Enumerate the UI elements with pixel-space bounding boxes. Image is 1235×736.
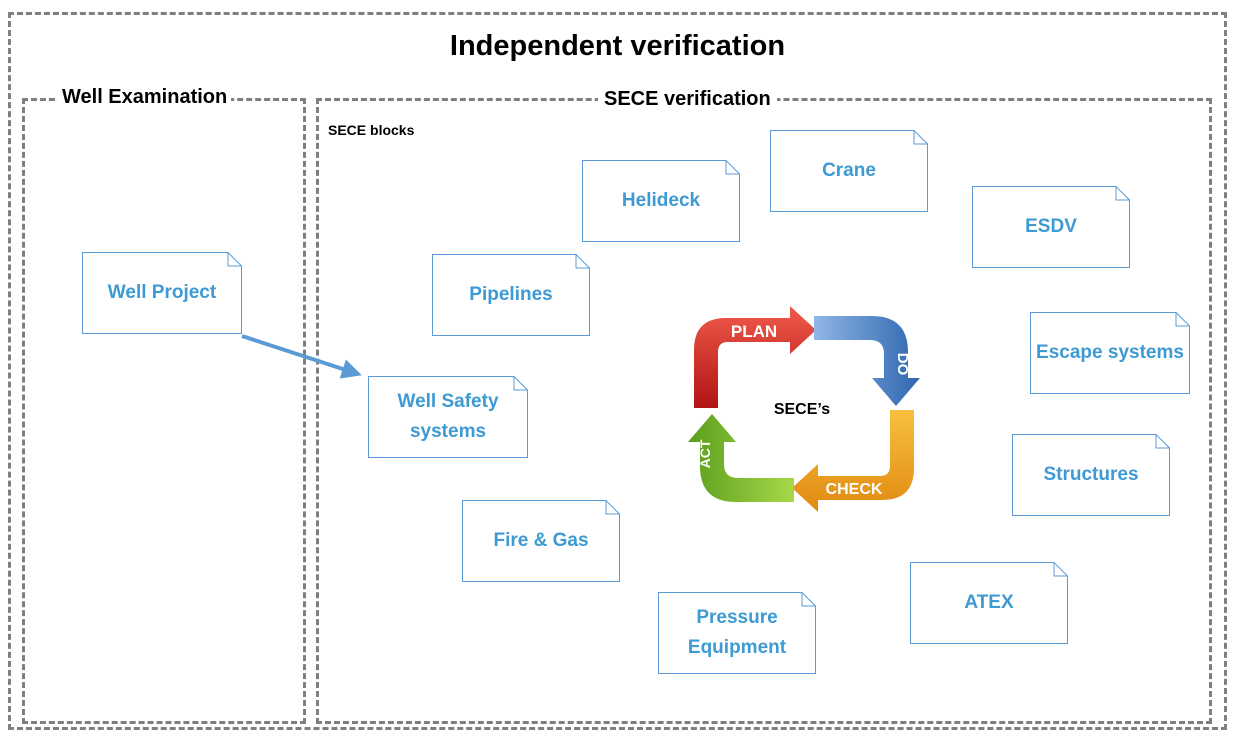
note-fire-gas: Fire & Gas	[462, 500, 620, 582]
note-outline	[432, 254, 590, 336]
crane-label: Crane	[822, 160, 876, 181]
independent-verification-frame	[8, 12, 1227, 730]
note-atex: ATEX	[910, 562, 1068, 644]
note-outline	[1030, 312, 1190, 394]
helideck-label: Helideck	[621, 190, 701, 211]
esdv-label: ESDV	[1025, 216, 1077, 237]
note-helideck: Helideck	[582, 160, 740, 242]
do-label: DO	[894, 353, 911, 376]
sece-verification-label: SECE verification	[598, 88, 777, 111]
well-examination-label: Well Examination	[58, 86, 232, 109]
note-crane: Crane	[770, 130, 928, 212]
pressure-equipment-label: Pressure Equipment	[687, 607, 787, 658]
check-arrow	[792, 410, 914, 512]
well-safety-systems-label: Well Safety systems	[397, 391, 499, 442]
note-outline	[82, 252, 242, 334]
note-pipelines: Pipelines	[432, 254, 590, 336]
note-outline	[658, 592, 816, 674]
fire-gas-label: Fire & Gas	[493, 530, 589, 551]
note-outline	[770, 130, 928, 212]
note-well-project: Well Project	[82, 252, 242, 334]
note-escape-systems: Escape systems	[1030, 312, 1190, 394]
atex-label: ATEX	[964, 592, 1014, 613]
note-outline	[972, 186, 1130, 268]
note-outline	[462, 500, 620, 582]
well-examination-frame	[22, 98, 306, 724]
note-outline	[368, 376, 528, 458]
act-arrow	[688, 414, 794, 502]
note-outline	[1012, 434, 1170, 516]
plan-arrow	[694, 306, 816, 408]
act-label: ACT	[697, 439, 713, 468]
escape-systems-label: Escape systems	[1036, 342, 1184, 363]
sece-center-label: SECE’s	[774, 401, 830, 418]
note-outline	[910, 562, 1068, 644]
pdca-cycle-graphic: PLAN DO CHECK ACT SECE’s	[688, 306, 920, 512]
note-outline	[582, 160, 740, 242]
check-label: CHECK	[826, 481, 883, 498]
well-project-label: Well Project	[107, 282, 217, 303]
note-esdv: ESDV	[972, 186, 1130, 268]
plan-label: PLAN	[731, 322, 777, 341]
note-pressure-equipment: Pressure Equipment	[658, 592, 816, 674]
note-structures: Structures	[1012, 434, 1170, 516]
note-well-safety-systems: Well Safety systems	[368, 376, 528, 458]
structures-label: Structures	[1043, 464, 1139, 485]
sece-blocks-label: SECE blocks	[328, 122, 415, 138]
do-arrow	[814, 316, 920, 406]
diagram-title: Independent verification	[449, 30, 786, 62]
pipelines-label: Pipelines	[469, 284, 553, 305]
